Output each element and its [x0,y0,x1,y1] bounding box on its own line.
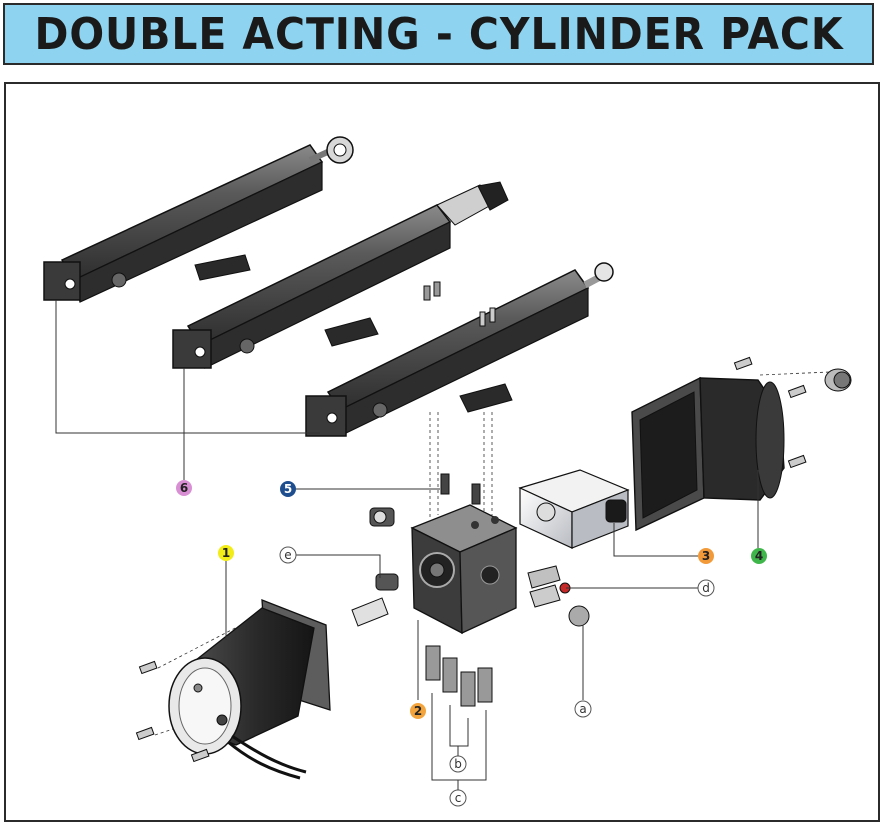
callout-e-label: e [284,548,291,562]
electric-motor [135,599,331,780]
callout-b-label: b [454,757,462,771]
callout-2: 2 [410,703,426,719]
cylinder-middle [172,181,509,369]
callout-6-label: 6 [180,481,188,495]
callout-a-label: a [579,702,586,716]
callout-6: 6 [176,480,192,496]
gear-pump [518,469,630,549]
callout-leaders [225,470,759,700]
callout-b: b [449,755,467,773]
manifold-block [410,504,518,635]
callout-3-label: 3 [702,549,710,563]
title-banner: DOUBLE ACTING - CYLINDER PACK [3,3,874,65]
cylinder-bottom [305,262,614,437]
callout-c-label: c [455,791,462,805]
bell-housing [631,356,852,532]
callout-4-label: 4 [755,549,763,563]
page-title: DOUBLE ACTING - CYLINDER PACK [33,8,844,60]
callout-e: e [279,546,297,564]
callout-c: c [449,789,467,807]
callout-d: d [697,579,715,597]
callout-4: 4 [751,548,767,564]
callout-5: 5 [280,481,296,497]
callout-d-label: d [702,581,710,595]
callout-5-label: 5 [284,482,292,496]
callout-a: a [574,700,592,718]
valve-fittings [351,473,590,627]
callout-1: 1 [218,545,234,561]
callout-1-label: 1 [222,546,230,560]
cylinder-top [43,136,354,303]
leader-lines-6 [55,300,320,480]
manifold-bolts [425,645,493,781]
callout-3: 3 [698,548,714,564]
callout-2-label: 2 [414,704,422,718]
